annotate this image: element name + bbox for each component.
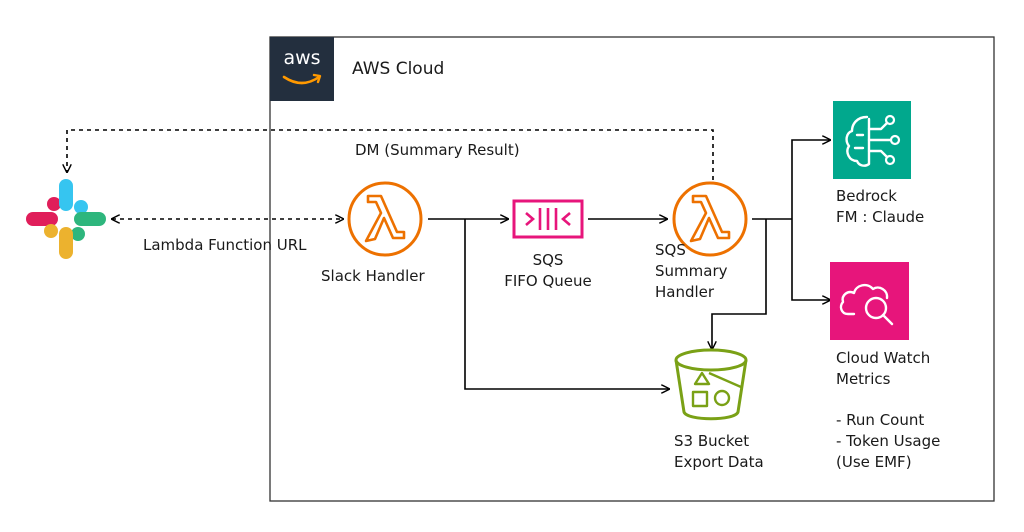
aws-logo-text: aws: [283, 47, 321, 69]
bedrock-label-line1: Bedrock: [836, 187, 897, 205]
aws-smile-icon: [282, 73, 322, 85]
dm-summary-result-label: DM (Summary Result): [355, 141, 520, 159]
metric-run-count: - Run Count: [836, 411, 925, 429]
cloudwatch-icon: [830, 262, 909, 340]
slack-handler-lambda-icon: [347, 181, 423, 257]
lambda-function-url-label: Lambda Function URL: [143, 236, 307, 254]
s3-bucket-label-line1: S3 Bucket: [674, 432, 750, 450]
metric-use-emf: (Use EMF): [836, 453, 912, 471]
cloudwatch-label-line2: Metrics: [836, 370, 891, 388]
aws-logo: aws: [270, 37, 334, 101]
sqs-queue-label-line1: SQS: [532, 251, 564, 269]
cloudwatch-label: Cloud Watch Metrics: [836, 348, 930, 390]
aws-cloud-boundary: [269, 36, 995, 502]
metric-token-usage: - Token Usage: [836, 432, 941, 450]
summary-handler-to-bedrock-connector: [791, 140, 830, 219]
summary-handler-label-line3: Handler: [655, 283, 715, 301]
summary-handler-label-line1: SQS: [655, 241, 686, 259]
cloudwatch-label-line1: Cloud Watch: [836, 349, 931, 367]
aws-cloud-title: AWS Cloud: [352, 59, 445, 79]
summary-handler-label-line2: Summary: [655, 262, 728, 280]
slack-logo-icon: [26, 179, 106, 259]
summary-handler-to-cloudwatch-connector: [791, 219, 830, 300]
summary-handler-to-s3-connector: [712, 219, 767, 349]
sqs-queue-label: SQS FIFO Queue: [488, 250, 608, 292]
s3-bucket-label: S3 Bucket Export Data: [674, 431, 764, 473]
cloudwatch-metrics-list: - Run Count - Token Usage (Use EMF): [836, 410, 940, 473]
sqs-queue-label-line2: FIFO Queue: [504, 272, 592, 290]
slack-handler-label: Slack Handler: [321, 267, 425, 285]
summary-handler-label: SQS Summary Handler: [655, 240, 728, 303]
connectors: [67, 129, 830, 389]
bedrock-label-line2: FM : Claude: [836, 208, 925, 226]
summary-handler-lambda-icon: [672, 181, 748, 257]
sqs-queue-icon: [512, 199, 584, 239]
s3-bucket-icon: [674, 348, 748, 421]
bedrock-icon: [833, 101, 911, 179]
slack-handler-to-s3-connector: [464, 219, 669, 389]
bedrock-label: Bedrock FM : Claude: [836, 186, 924, 228]
s3-bucket-label-line2: Export Data: [674, 453, 764, 471]
